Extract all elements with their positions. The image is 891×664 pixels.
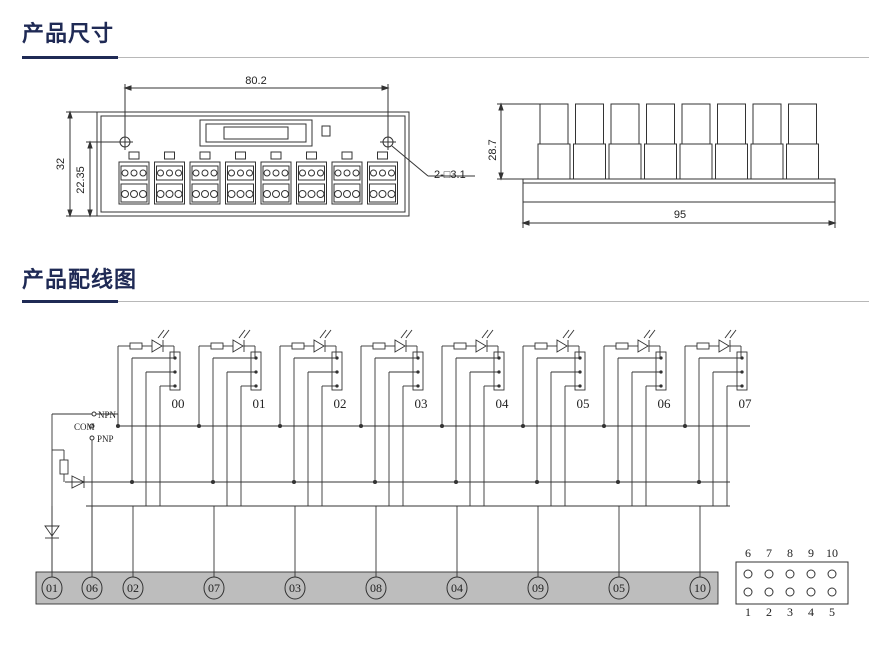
dimensions-divider bbox=[22, 57, 869, 58]
channel-circuit bbox=[277, 329, 343, 506]
terminal-pin-label: 08 bbox=[370, 581, 382, 595]
channel-label: 03 bbox=[415, 396, 428, 411]
channel-circuit bbox=[115, 329, 181, 506]
wiring-divider-accent bbox=[22, 300, 118, 303]
pinout-hole bbox=[785, 569, 795, 579]
dim-height-total: 32 bbox=[55, 158, 67, 170]
pinout-number-bottom: 2 bbox=[766, 605, 772, 619]
pinout-hole bbox=[743, 587, 753, 597]
connector-pinout bbox=[735, 561, 849, 605]
channel-circuit bbox=[601, 329, 667, 506]
terminal-pin-label: 02 bbox=[127, 581, 139, 595]
terminal-block bbox=[189, 151, 221, 205]
channel-circuit bbox=[520, 329, 586, 506]
pinout-number-top: 10 bbox=[826, 546, 838, 560]
terminal-pin-label: 10 bbox=[694, 581, 706, 595]
terminal-pin-label: 09 bbox=[532, 581, 544, 595]
dim-hole-note: 2-□3.1 bbox=[434, 169, 466, 181]
side-terminal bbox=[608, 103, 642, 180]
channel-label: 02 bbox=[334, 396, 347, 411]
channel-label: 04 bbox=[496, 396, 510, 411]
pinout-number-top: 9 bbox=[808, 546, 814, 560]
channel-circuit bbox=[682, 329, 748, 506]
terminal-block bbox=[118, 151, 150, 205]
terminal-pin: 07 bbox=[203, 506, 225, 600]
pinout-hole bbox=[764, 569, 774, 579]
pinout-number-top: 6 bbox=[745, 546, 751, 560]
pinout-hole bbox=[827, 587, 837, 597]
terminal-block bbox=[154, 151, 185, 205]
channel-label: 07 bbox=[739, 396, 753, 411]
channel-label: 01 bbox=[253, 396, 266, 411]
com-label: COM bbox=[74, 422, 95, 432]
pinout-number-bottom: 5 bbox=[829, 605, 835, 619]
channel-circuit bbox=[196, 329, 262, 506]
side-terminal bbox=[573, 103, 606, 180]
terminal-pin: 02 bbox=[122, 506, 144, 600]
terminal-block bbox=[296, 151, 327, 205]
terminal-pin: 04 bbox=[446, 506, 468, 600]
pinout-hole bbox=[743, 569, 753, 579]
pinout-number-bottom: 4 bbox=[808, 605, 814, 619]
dim-side-height: 28.7 bbox=[487, 139, 499, 160]
side-terminal bbox=[750, 103, 784, 180]
dimensions-divider-accent bbox=[22, 56, 118, 59]
side-terminal bbox=[786, 103, 819, 180]
terminal-pin: 06 bbox=[81, 506, 103, 600]
terminal-pin: 05 bbox=[608, 506, 630, 600]
pinout-hole bbox=[806, 569, 816, 579]
side-terminal bbox=[644, 103, 677, 180]
pinout-number-bottom: 3 bbox=[787, 605, 793, 619]
channel-label: 00 bbox=[172, 396, 185, 411]
pinout-number-top: 7 bbox=[766, 546, 772, 560]
channel-circuit bbox=[358, 329, 424, 506]
terminal-pin-label: 07 bbox=[208, 581, 220, 595]
npn-label: NPN bbox=[98, 410, 117, 420]
terminal-pin: 10 bbox=[689, 506, 711, 600]
pnp-label: PNP bbox=[97, 434, 114, 444]
terminal-block bbox=[367, 151, 398, 205]
terminal-block bbox=[331, 151, 363, 205]
terminal-pin: 01 bbox=[41, 506, 63, 600]
dim-height-inner: 22.35 bbox=[75, 166, 87, 194]
pinout-number-top: 8 bbox=[787, 546, 793, 560]
terminal-block bbox=[225, 151, 256, 205]
wiring-title: 产品配线图 bbox=[22, 268, 138, 293]
dim-width-top: 80.2 bbox=[245, 75, 266, 87]
terminal-pin: 03 bbox=[284, 506, 306, 600]
terminal-pin-label: 04 bbox=[451, 581, 463, 595]
terminal-pin: 08 bbox=[365, 506, 387, 600]
side-terminal bbox=[679, 103, 713, 180]
terminal-pin: 09 bbox=[527, 506, 549, 600]
channel-label: 05 bbox=[577, 396, 590, 411]
side-terminal bbox=[537, 103, 571, 180]
side-terminal bbox=[715, 103, 748, 180]
terminal-pin-label: 05 bbox=[613, 581, 625, 595]
pinout-hole bbox=[764, 587, 774, 597]
channel-circuit bbox=[439, 329, 505, 506]
terminal-pin-label: 06 bbox=[86, 581, 98, 595]
dimensions-title: 产品尺寸 bbox=[22, 22, 115, 47]
dim-side-width: 95 bbox=[674, 209, 686, 221]
terminal-pin-label: 03 bbox=[289, 581, 301, 595]
pinout-number-bottom: 1 bbox=[745, 605, 751, 619]
pinout-hole bbox=[827, 569, 837, 579]
terminal-block bbox=[260, 151, 292, 205]
pinout-hole bbox=[785, 587, 795, 597]
terminal-pin-label: 01 bbox=[46, 581, 58, 595]
channel-label: 06 bbox=[658, 396, 672, 411]
wiring-divider bbox=[22, 301, 869, 302]
pinout-hole bbox=[806, 587, 816, 597]
